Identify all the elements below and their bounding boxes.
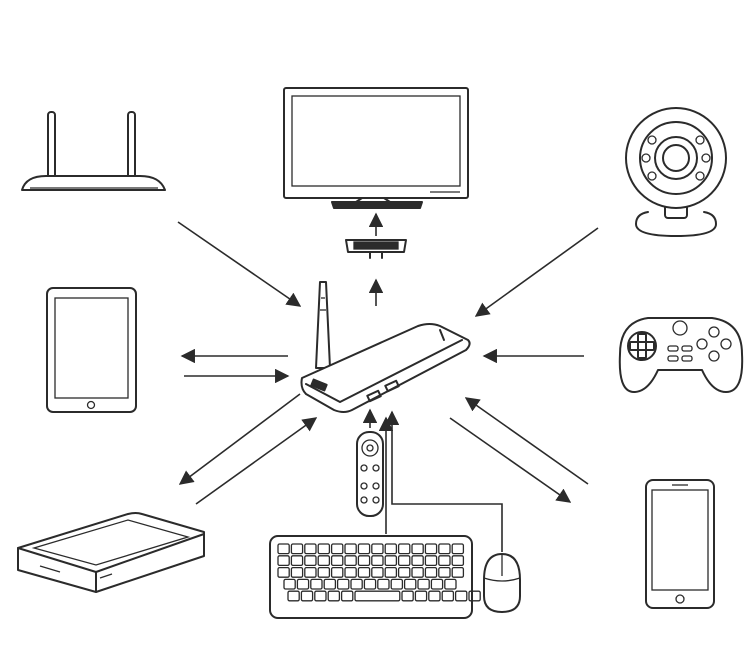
keyboard-key [451,566,465,578]
keyboard-key [371,543,384,555]
keyboard-key [290,566,304,578]
keyboard-key [336,578,350,590]
arrow-webcam-to-hub [474,227,599,317]
keyboard-key [377,578,390,590]
hard-drive-icon [17,512,205,593]
keyboard-key [277,555,290,567]
keyboard-key [296,578,310,590]
keyboard-key [390,578,404,590]
smartphone-icon [645,479,715,609]
keyboard-key [357,543,371,555]
keyboard-key [277,543,290,555]
keyboard-key [438,555,451,567]
keyboard-key [417,578,430,590]
keyboard-key [424,543,438,555]
monitor-icon [283,87,469,209]
keyboard-key [344,555,357,567]
keyboard-key [424,566,438,578]
keyboard-key [317,543,331,555]
keyboard-key [330,555,344,567]
hdmi-connector-icon [345,239,407,259]
keyboard-key [411,555,424,567]
keyboard-key [340,590,354,602]
keyboard-key [283,578,296,590]
keyboard-key [384,543,398,555]
arrow-router-to-hub [177,221,302,307]
arrow-hard-drive-to-hub [195,417,318,505]
keyboard-key [411,543,424,555]
keyboard-key [411,566,424,578]
router-icon [21,111,166,191]
keyboard-key [451,543,465,555]
keyboard-key [327,590,341,602]
keyboard-key [444,578,457,590]
keyboard-key [287,590,300,602]
keyboard-key [317,566,331,578]
keyboard-key [357,555,371,567]
keyboard-key [330,566,344,578]
keyboard-key [371,566,384,578]
keyboard-key [344,543,357,555]
keyboard-key [330,543,344,555]
keyboard-key [363,578,377,590]
keyboard-key [323,578,337,590]
keyboard-key [350,578,363,590]
keyboard-key [277,566,290,578]
arrow-hub-to-smartphone [449,417,572,503]
keyboard-key [428,590,441,602]
keyboard-key [384,566,398,578]
tablet-icon [46,287,137,413]
arrow-smartphone-to-hub [464,397,589,485]
keyboard-key [438,543,451,555]
keyboard-key [451,555,465,567]
keyboard-key [357,566,371,578]
webcam-icon [625,107,727,237]
mini-pc-stick-icon [300,281,471,413]
keyboard-key [414,590,428,602]
keyboard-key [354,590,401,602]
keyboard-key [397,566,411,578]
keyboard-key [430,578,444,590]
keyboard-key [290,555,304,567]
arrows [177,212,599,552]
keyboard-key [454,590,468,602]
keyboard-key [438,566,451,578]
keyboard-key [344,566,357,578]
keyboard-key [401,590,414,602]
remote-control-icon [356,431,384,517]
keyboard-key [397,543,411,555]
keyboard-key [300,590,314,602]
keyboard-key [468,590,481,602]
keyboard-key [304,555,317,567]
keyboard-key [304,566,317,578]
keyboard-icon [269,535,481,619]
arrow-hub-to-hard-drive [178,393,301,485]
keyboard-key [310,578,323,590]
keyboard-key [397,555,411,567]
mouse-icon [483,553,521,613]
keyboard-key [441,590,455,602]
keyboard-key [317,555,331,567]
keyboard-key [384,555,398,567]
arrow-mouse-to-hub [384,410,503,552]
gamepad-icon [618,317,744,393]
keyboard-key [304,543,317,555]
keyboard-key [314,590,327,602]
keyboard-key [403,578,417,590]
keyboard-key [290,543,304,555]
keyboard-key [424,555,438,567]
keyboard-key [371,555,384,567]
